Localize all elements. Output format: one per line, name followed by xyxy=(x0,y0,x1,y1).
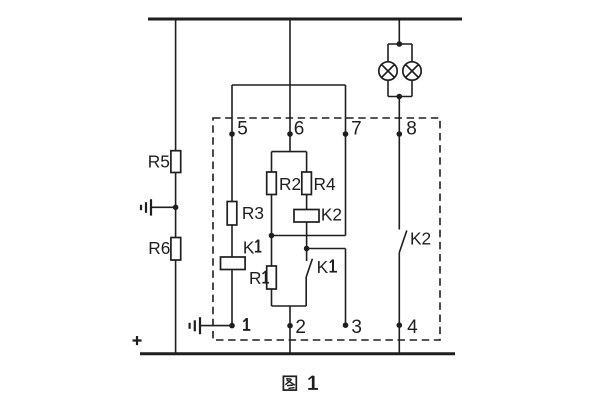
svg-text:4: 4 xyxy=(407,317,418,338)
svg-text:K: K xyxy=(243,237,255,257)
svg-text:8: 8 xyxy=(406,118,417,139)
svg-text:K2: K2 xyxy=(321,204,342,224)
svg-text:2: 2 xyxy=(295,317,306,338)
svg-text:R5: R5 xyxy=(148,152,170,172)
svg-text:R3: R3 xyxy=(242,203,264,223)
svg-text:R6: R6 xyxy=(148,238,170,258)
svg-text:5: 5 xyxy=(237,118,248,139)
svg-text:7: 7 xyxy=(351,118,362,139)
svg-text:3: 3 xyxy=(351,317,362,338)
svg-text:K2: K2 xyxy=(410,228,431,248)
svg-text:R4: R4 xyxy=(314,174,336,194)
svg-text:R: R xyxy=(249,268,261,288)
svg-text:K: K xyxy=(317,257,329,277)
svg-text:6: 6 xyxy=(294,118,305,139)
svg-text:R2: R2 xyxy=(279,174,301,194)
